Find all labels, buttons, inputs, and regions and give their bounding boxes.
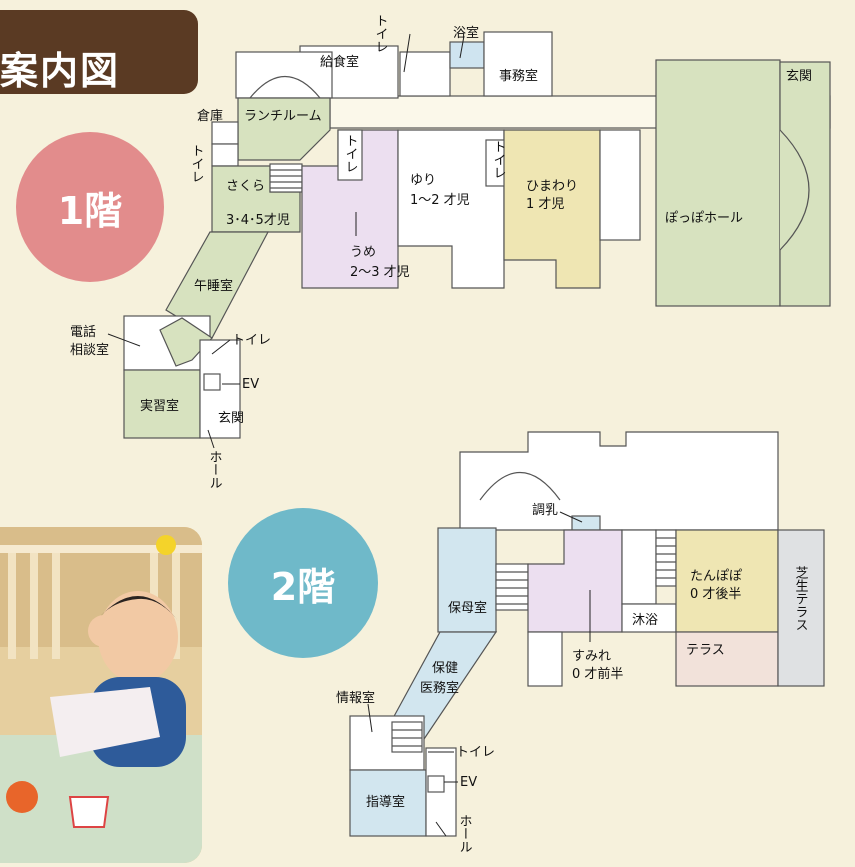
f1-poppo-hall (655, 59, 781, 307)
f1-toilet-left (211, 143, 239, 167)
f2-shibafu-terrace (777, 529, 825, 687)
child-photo (0, 527, 202, 863)
label-lunch: ランチルーム (244, 109, 322, 124)
title-banner: 案内図 (0, 10, 198, 94)
f1-toilet-ume (337, 129, 363, 181)
label-hoken-1: 保健 (432, 661, 458, 676)
label-sakura: さくら (226, 179, 265, 194)
f1-ev-box (203, 373, 221, 391)
f2-tanpopo-room (675, 529, 779, 633)
f2-chonyu-room (571, 515, 601, 531)
label-poppo: ぽっぽホール (665, 211, 743, 226)
label-hoken-2: 医務室 (420, 680, 459, 696)
label-terrace: テラス (686, 643, 725, 658)
f2-mid-block (621, 529, 657, 605)
floor2-badge: 2階 (228, 508, 378, 658)
f1-jimushitsu-room (483, 31, 553, 97)
label-tanpopo-age: 0 才後半 (690, 587, 741, 602)
label-sumire-age: 0 才前半 (572, 666, 623, 682)
label-genkan2: 玄関 (218, 411, 244, 426)
label-jimushitsu: 事務室 (499, 68, 538, 84)
label-sumire: すみれ (572, 649, 611, 664)
label-hall-1f: ホール (207, 450, 222, 489)
f1-lunch-room (237, 97, 331, 161)
label-souko: 倉庫 (197, 109, 223, 124)
label-toilet-ume: トイレ (343, 134, 358, 173)
label-shibafu: 芝生テラス (793, 565, 809, 631)
label-gosui: 午睡室 (194, 278, 233, 294)
f2-stairs-right (655, 529, 677, 587)
label-himawari: ひまわり (526, 179, 578, 194)
f1-upper-left-block (235, 51, 333, 99)
f2-mokuyoku-room (621, 603, 677, 633)
f2-arc (479, 472, 561, 501)
label-himawari-age: 1 才児 (526, 197, 564, 212)
f2-shido-room (349, 769, 427, 837)
label-joho: 情報室 (336, 690, 375, 706)
f2-ev-box (427, 775, 445, 793)
label-mokuyoku: 沐浴 (632, 613, 658, 628)
f2-upper-outline (459, 431, 779, 531)
f1-toilet-block (399, 51, 451, 97)
label-yokushitsu: 浴室 (453, 25, 479, 41)
label-ev-1f: EV (242, 377, 259, 392)
f2-terrace (675, 631, 779, 687)
label-ume: うめ (350, 245, 376, 260)
label-tanpopo: たんぽぽ (690, 569, 742, 584)
f1-yokushitsu-room (449, 41, 485, 69)
label-ev-2f: EV (460, 775, 477, 790)
f2-lower-block (527, 631, 563, 687)
label-denwa-1: 電話 (70, 324, 96, 340)
label-toilet-2f: トイレ (456, 745, 495, 760)
label-denwa-2: 相談室 (70, 342, 109, 358)
page-title: 案内図 (0, 49, 121, 93)
label-yuri-age: 1〜2 才児 (410, 193, 470, 208)
f2-hobo-room (437, 527, 497, 633)
f1-lunch-arc (249, 75, 321, 99)
f1-stairs (269, 163, 303, 193)
label-toilet-top: トイレ (373, 14, 388, 53)
f2-sumire-room (527, 529, 623, 633)
f1-corridor-block (599, 129, 641, 241)
floor1-badge: 1階 (16, 132, 164, 282)
label-genkan: 玄関 (786, 69, 812, 84)
label-toilet-left: トイレ (189, 144, 204, 183)
label-hobo: 保母室 (448, 600, 487, 616)
f1-hall-arc (779, 129, 810, 251)
label-toilet-yuri: トイレ (491, 140, 506, 179)
f2-stairs-lower (391, 721, 423, 753)
label-jisshu: 実習室 (140, 398, 179, 414)
label-sakura-age: 3･4･5才児 (226, 213, 290, 228)
label-chonyu: 調乳 (532, 503, 558, 518)
f1-jisshu-room (123, 369, 201, 439)
label-kyushoku: 給食室 (320, 54, 359, 70)
f2-stairs-left (495, 563, 529, 611)
label-hall-2f: ホール (457, 814, 472, 853)
label-yuri: ゆり (410, 173, 436, 188)
label-ume-age: 2〜3 才児 (350, 265, 410, 280)
label-shido: 指導室 (366, 794, 405, 810)
f1-souko-room (211, 121, 239, 145)
label-toilet-1f: トイレ (232, 333, 271, 348)
